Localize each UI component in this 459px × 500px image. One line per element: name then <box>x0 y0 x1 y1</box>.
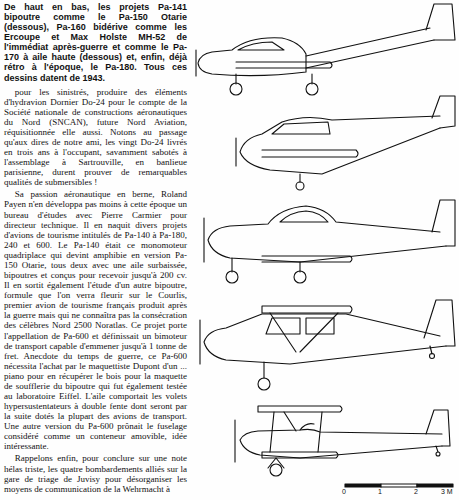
pa-150-drawing <box>299 174 300 182</box>
pa-160-drawing <box>208 206 446 262</box>
scale-number: 1 <box>377 488 383 495</box>
pa-141-drawing <box>198 38 306 76</box>
pa-160-drawing <box>204 200 455 283</box>
pa-180-drawing <box>258 406 342 412</box>
pa-160-drawing <box>232 258 300 272</box>
pa-160-drawing <box>203 218 204 262</box>
scale-bar <box>381 484 417 487</box>
scale-number: 0 <box>341 488 347 495</box>
scale-bar <box>345 484 381 487</box>
pa-180-drawing <box>262 452 338 458</box>
pa-141-drawing <box>230 83 242 95</box>
scale-number: 3 M <box>440 488 454 495</box>
pa-160-drawing <box>294 271 306 283</box>
pa-141-drawing <box>236 74 312 84</box>
body-paragraph: pour les sinistrés, produire des élément… <box>4 87 187 188</box>
scale-bar <box>417 484 453 487</box>
pa-170-drawing <box>262 306 352 313</box>
pa-160-drawing <box>280 211 328 222</box>
body-paragraph: Sa passion aéronautique en berne, Roland… <box>4 189 187 451</box>
pa-160-drawing <box>226 271 238 283</box>
text-column: De haut en bas, les projets Pa-141 bipou… <box>4 2 187 496</box>
scale-bar <box>345 484 453 487</box>
figure-caption: De haut en bas, les projets Pa-141 bipou… <box>4 2 187 83</box>
pa-180-drawing <box>235 406 450 476</box>
pa-141-drawing <box>195 50 196 76</box>
pa-170-drawing <box>430 346 432 354</box>
pa-180-drawing <box>270 412 322 452</box>
body-paragraph: Rappelons enfin, pour conclure sur une n… <box>4 453 187 493</box>
pa-170-drawing <box>424 300 455 346</box>
pa-170-drawing <box>266 318 334 334</box>
pa-150-drawing <box>262 150 358 157</box>
pa-170-drawing <box>200 300 455 390</box>
pa-150-drawing <box>296 182 304 190</box>
pa-180-drawing <box>436 446 438 452</box>
pa-170-drawing <box>258 378 270 390</box>
pa-150-drawing <box>240 116 440 174</box>
pa-141-drawing <box>238 42 284 50</box>
pa-160-drawing <box>432 200 455 246</box>
pa-180-drawing <box>436 452 440 456</box>
pa-160-drawing <box>262 256 352 262</box>
pa-170-drawing <box>204 314 446 364</box>
pa-180-drawing <box>234 420 235 462</box>
pa-141-drawing <box>426 4 455 40</box>
pa-170-drawing <box>430 354 435 359</box>
pa-180-drawing <box>426 410 450 446</box>
pa-141-drawing <box>306 83 318 95</box>
pa-170-drawing <box>263 362 264 378</box>
pa-141-drawing <box>236 62 332 68</box>
pa-150-drawing <box>272 122 330 134</box>
pa-150-drawing <box>236 96 455 190</box>
pa-170-drawing <box>199 320 200 364</box>
pa-180-drawing <box>270 464 282 476</box>
pa-180-drawing <box>268 458 284 468</box>
pa-170-drawing <box>270 313 338 352</box>
pa-180-drawing <box>300 424 314 430</box>
pa-150-drawing <box>432 96 455 128</box>
scale-number: 2 <box>413 488 419 495</box>
pa-141-drawing <box>196 4 455 95</box>
pa-150-drawing <box>235 138 236 166</box>
